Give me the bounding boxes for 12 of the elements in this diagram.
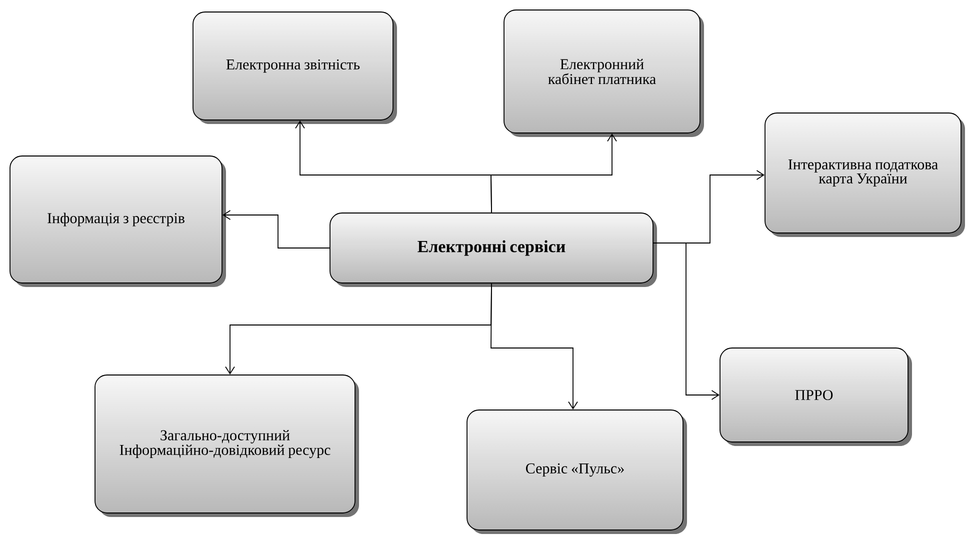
- arrow: [222, 210, 330, 248]
- service-box: Електронна звітність: [192, 12, 397, 124]
- service-box: Загально-доступний Інформаційно-довідковий ресурс: [94, 374, 359, 517]
- service-box: Інтерактивна податкова карта України: [764, 112, 965, 237]
- arrow: [653, 242, 720, 400]
- service-box: Електронний кабінет платника: [504, 10, 704, 137]
- service-box: ПРРО: [720, 348, 912, 446]
- service-box: Сервіс «Пульс»: [466, 410, 687, 534]
- arrow: [490, 283, 578, 410]
- title-box: Електронні сервіси: [330, 212, 657, 287]
- arrow: [490, 133, 617, 213]
- service-box: Інформація з реєстрів: [10, 156, 226, 287]
